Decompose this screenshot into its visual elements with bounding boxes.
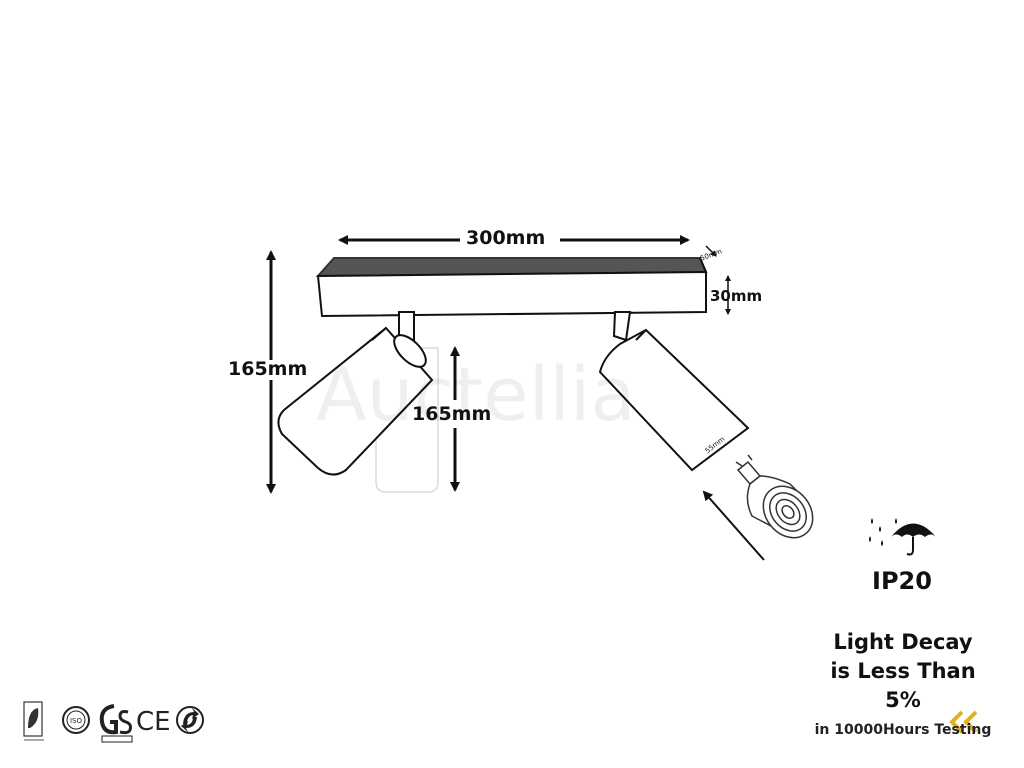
bar-height-label: 30mm	[710, 287, 763, 305]
ip-rating: IP20	[872, 567, 932, 595]
gu10-bulb-icon	[735, 454, 814, 539]
left-spotlight	[277, 311, 434, 476]
double-chevron-icon	[949, 710, 978, 734]
decay-line-1: Light Decay	[833, 630, 973, 654]
svg-text:CE: CE	[136, 707, 171, 737]
depth-dimension-line	[705, 245, 717, 257]
brand-watermark: Auctellia	[316, 352, 636, 438]
insert-arrow	[702, 490, 765, 561]
ce-mark-icon: CE	[136, 707, 171, 737]
eco-leaf-icon	[23, 701, 44, 741]
iso-seal-icon: ISO	[62, 706, 90, 734]
bar-base	[315, 257, 708, 318]
spot-height-label: 165mm	[412, 403, 492, 425]
total-height-label: 165mm	[228, 358, 308, 380]
rain-umbrella-icon	[869, 518, 936, 556]
gs-mark-icon	[99, 704, 133, 743]
certification-icons: ISO CE	[23, 701, 204, 743]
decay-subtext: in 10000Hours Testing	[814, 722, 992, 738]
recycle-icon	[176, 706, 204, 734]
svg-text:ISO: ISO	[70, 717, 83, 725]
right-spotlight	[598, 311, 750, 472]
light-decay-statement: Light Decay is Less Than 5%	[820, 628, 986, 715]
decay-line-3: 5%	[885, 688, 921, 712]
width-dimension-label: 300mm	[466, 227, 546, 249]
decay-line-2: is Less Than	[830, 659, 976, 683]
